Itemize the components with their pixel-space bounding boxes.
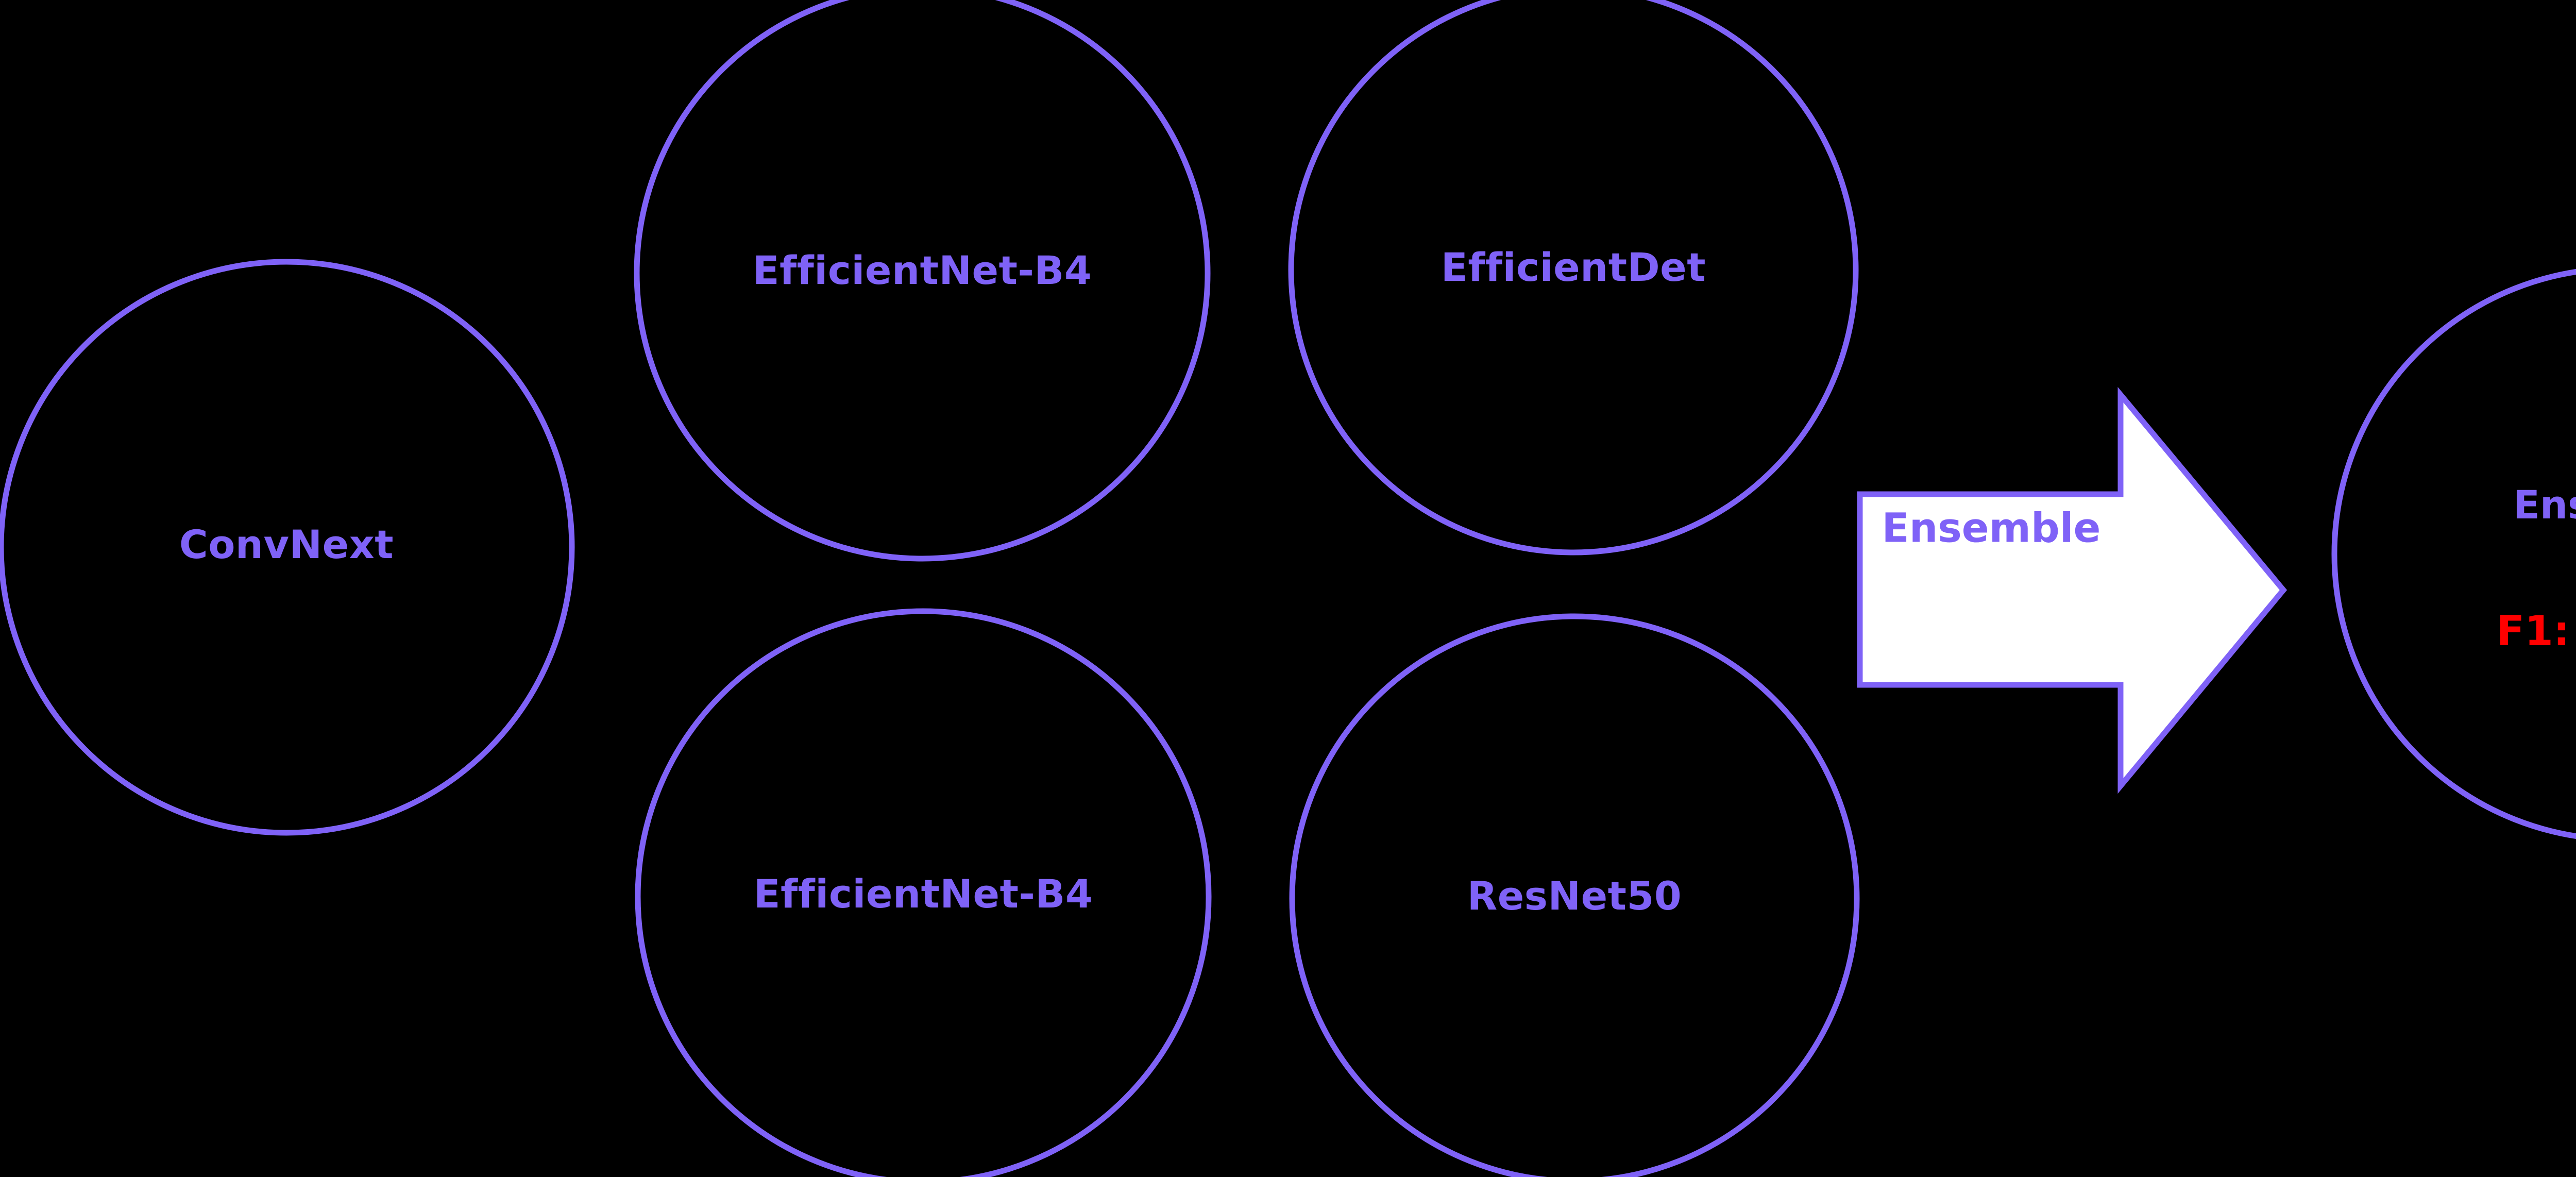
node-efficientdet-circle (1288, 0, 1859, 556)
node-ensemble-result[interactable]: Ensemble F1: 0.9525 (2331, 268, 2576, 839)
ensemble-arrow-label: Ensemble (1882, 505, 2101, 551)
ensemble-result-f1-score: F1: 0.9525 (2497, 607, 2576, 655)
node-efficientnet-b4-top-circle (634, 0, 1211, 562)
node-resnet50-label: ResNet50 (1467, 873, 1682, 919)
arrow-right-icon (1857, 386, 2287, 794)
node-efficientdet[interactable]: EfficientDet (1288, 0, 1859, 556)
node-convnext-label: ConvNext (179, 522, 394, 567)
node-resnet50-circle (1289, 613, 1860, 1177)
node-efficientnet-b4-top[interactable]: EfficientNet-B4 (634, 0, 1211, 562)
node-efficientnet-b4-bottom-label: EfficientNet-B4 (754, 871, 1093, 917)
node-efficientnet-b4-bottom[interactable]: EfficientNet-B4 (635, 608, 1212, 1177)
ensemble-arrow[interactable]: Ensemble (1857, 386, 2287, 794)
node-ensemble-result-circle (2331, 269, 2576, 839)
node-convnext[interactable]: ConvNext (0, 259, 575, 836)
node-efficientdet-label: EfficientDet (1441, 244, 1706, 290)
node-convnext-circle (0, 259, 575, 836)
ensemble-result-title: Ensemble (2513, 482, 2576, 528)
node-resnet50[interactable]: ResNet50 (1289, 613, 1860, 1177)
node-efficientnet-b4-top-label: EfficientNet-B4 (753, 247, 1092, 293)
node-efficientnet-b4-bottom-circle (635, 608, 1212, 1177)
